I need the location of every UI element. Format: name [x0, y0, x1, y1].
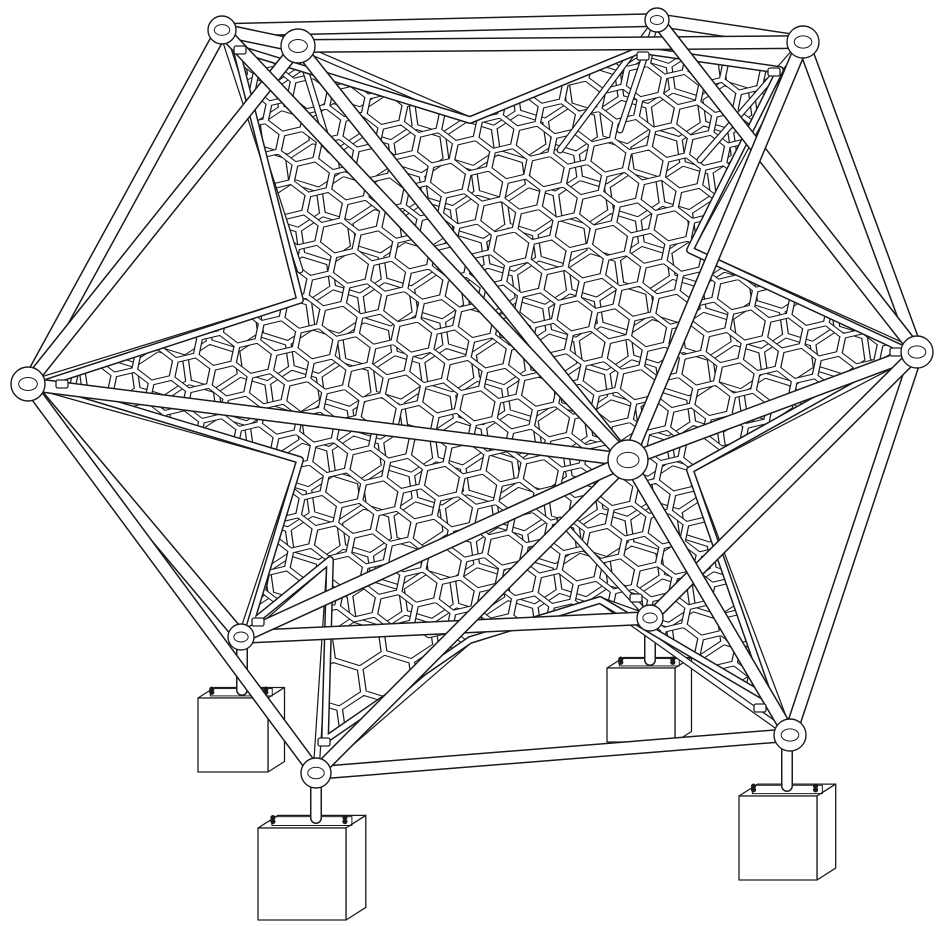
anchor-bolt: [812, 783, 819, 789]
anchor-bolt: [342, 818, 348, 825]
frame-tube-core-center-br: [622, 454, 796, 741]
anchor-bolt: [342, 814, 348, 821]
frame-hubs: [10, 7, 934, 789]
hub-ring-bl: [233, 631, 249, 643]
hub-bl: [227, 623, 255, 651]
rope-clamp: [317, 737, 331, 747]
hub-tr: [786, 25, 820, 59]
rope-clamp: [233, 45, 247, 55]
frame-tube-core-right-center: [622, 346, 923, 466]
hub-ring-bfront: [307, 766, 325, 780]
frame-tube-core-center-tr: [622, 36, 809, 466]
anchor-bolt: [270, 814, 276, 821]
frame-tube-core-bfront-center: [310, 454, 634, 779]
hub-ring-tfront: [288, 39, 308, 53]
tension-rope-core: [697, 39, 806, 163]
block-front-face: [257, 827, 347, 921]
hub-ring-left: [18, 377, 38, 391]
frame-tube-core-tfront-center: [292, 40, 634, 466]
rope-clamp: [767, 67, 781, 77]
rope-clamp: [251, 617, 265, 627]
hub-ring-center: [616, 451, 640, 469]
rope-clamp: [629, 593, 643, 603]
foundation-block-left: [197, 686, 286, 773]
frame-tube-core-tr-right: [797, 36, 923, 358]
block-side-face: [345, 814, 367, 921]
hub-right: [900, 335, 934, 369]
block-front-face: [606, 667, 676, 743]
frame-tube-core-left-center: [22, 378, 634, 466]
hub-ring-tr: [793, 35, 813, 49]
hub-tfront: [280, 28, 316, 64]
block-front-face: [197, 697, 269, 773]
hub-ring-bback: [642, 612, 658, 624]
foundation-block-front: [257, 814, 367, 921]
frame-tube-core-tfront-tr: [292, 36, 809, 52]
frame-tube-core-tc-right: [651, 14, 923, 358]
anchor-bolt: [670, 656, 676, 662]
hub-center: [607, 439, 649, 481]
hub-ring-br: [780, 728, 800, 742]
frame-tube-core-center-bl: [235, 454, 634, 643]
hub-ring-right: [907, 345, 927, 359]
rope-clamp: [55, 379, 69, 389]
frame-tube-core-tl-left: [22, 24, 228, 390]
rope-clamp: [636, 51, 650, 61]
frame-tubes: [21, 13, 924, 780]
frame-tube-core-left-bfront: [22, 378, 322, 779]
block-side-face: [816, 783, 837, 881]
hub-bback: [636, 604, 664, 632]
frame-tube-core-bl-bback: [235, 612, 656, 643]
anchor-bolt: [812, 787, 819, 793]
hub-ring-tc: [649, 14, 665, 26]
hub-tl: [207, 15, 237, 45]
frame-tube-core-tl-tc: [216, 14, 663, 36]
foundation-block-back: [606, 656, 693, 743]
hub-left: [10, 366, 46, 402]
foundation-blocks: [197, 656, 837, 921]
block-front-face: [738, 795, 818, 881]
hub-bfront: [300, 757, 332, 789]
anchor-bolt: [750, 783, 757, 789]
hub-br: [773, 718, 807, 752]
anchor-bolt: [263, 686, 269, 692]
rope-clamp: [889, 347, 903, 357]
hub-ring-tl: [213, 24, 231, 36]
rope-clamp: [753, 703, 767, 713]
hub-tc: [644, 7, 670, 33]
foundation-block-right: [738, 783, 837, 881]
block-side-face: [674, 656, 693, 743]
net-border-rope-core: [42, 45, 908, 743]
frame-tube-core-right-br: [784, 346, 923, 741]
frame-tube-core-tl-center: [216, 24, 634, 466]
frame-tube-core-bfront-br: [310, 729, 796, 779]
frame-tube-core-tfront-left: [22, 40, 304, 390]
